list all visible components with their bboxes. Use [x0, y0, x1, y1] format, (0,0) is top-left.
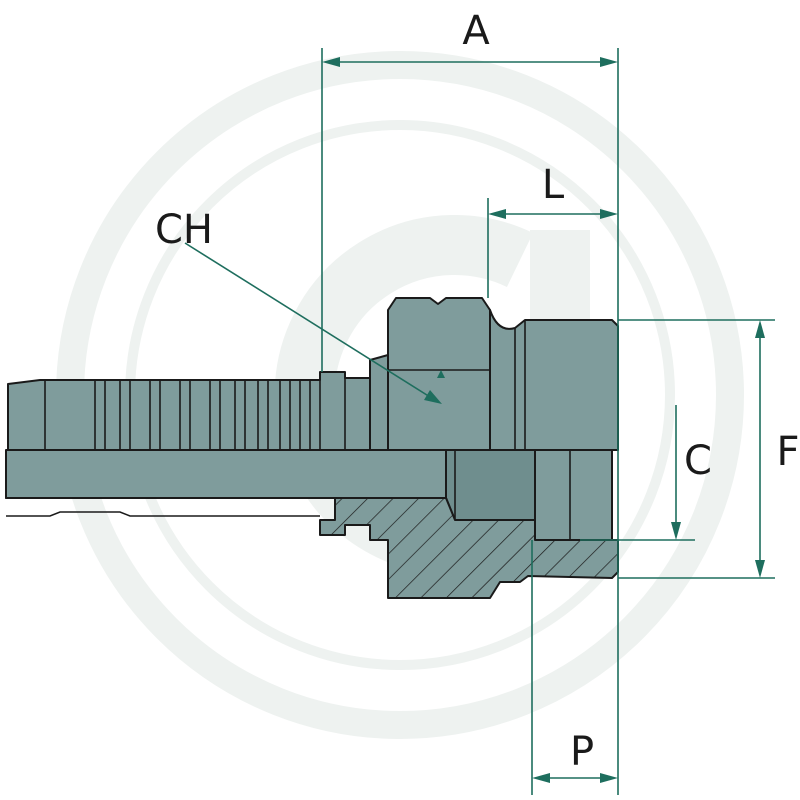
dimension-lines	[184, 48, 775, 795]
hex-nut	[387, 297, 491, 451]
barb-ribs	[44, 378, 346, 450]
threaded-end	[489, 309, 619, 451]
label-l: L	[542, 162, 565, 208]
label-p: P	[570, 729, 594, 775]
label-ch: CH	[155, 207, 213, 253]
section-lower	[5, 497, 619, 599]
label-c: C	[684, 438, 712, 484]
label-a: A	[462, 8, 490, 54]
label-f: F	[776, 429, 799, 475]
hose-tail	[7, 371, 371, 451]
